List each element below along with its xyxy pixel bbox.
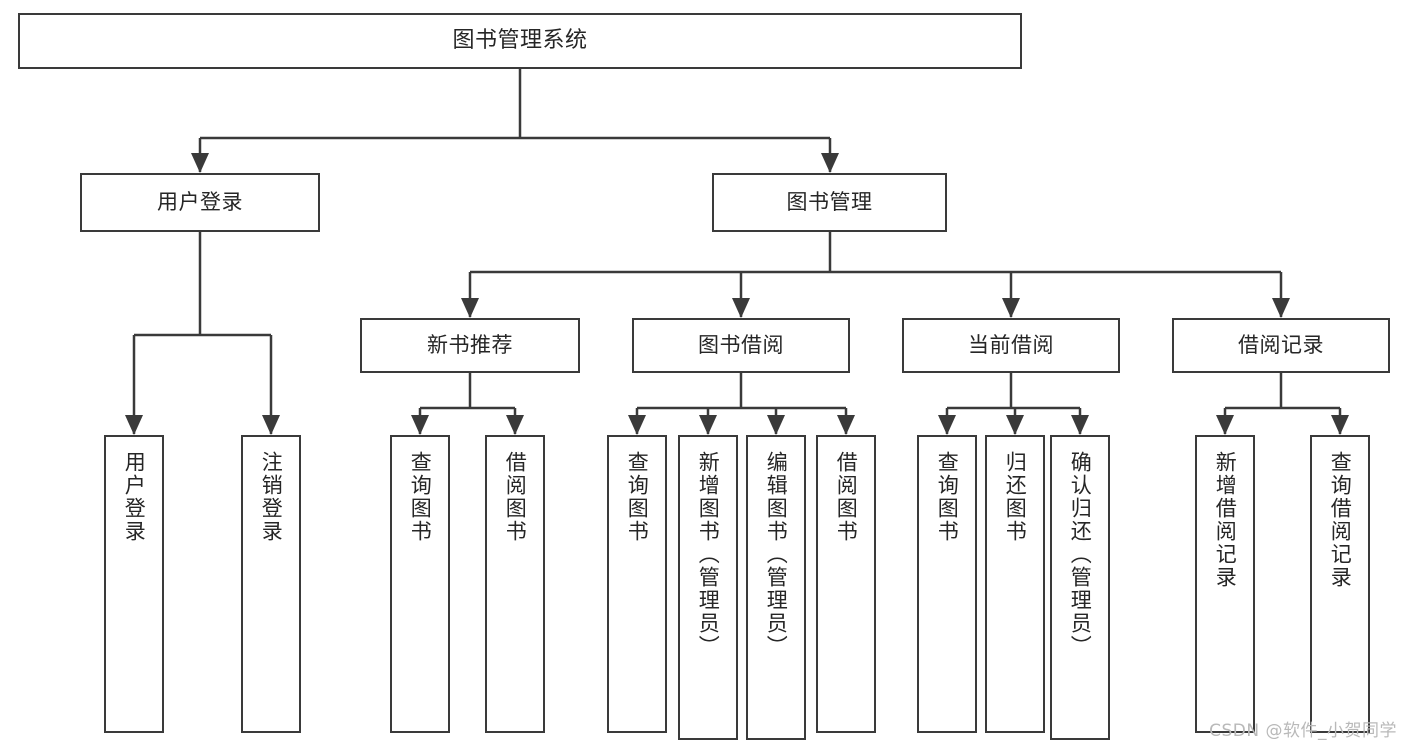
- node-label: 借阅记录: [1238, 332, 1324, 357]
- node-leaf-5[interactable]: 查询图书: [607, 435, 667, 733]
- arrowhead-user-login: [191, 153, 209, 173]
- node-leaf-9[interactable]: 查询图书: [917, 435, 977, 733]
- node-label: 借阅图书: [503, 451, 528, 543]
- node-label: 借阅图书: [834, 451, 859, 543]
- node-leaf-13[interactable]: 查询借阅记录: [1310, 435, 1370, 733]
- arrowhead-leaf-2: [262, 415, 280, 435]
- node-label: 图书管理: [786, 189, 873, 214]
- node-leaf-7[interactable]: 编辑图书（管理员）: [746, 435, 806, 740]
- node-leaf-8[interactable]: 借阅图书: [816, 435, 876, 733]
- node-root[interactable]: 图书管理系统: [18, 13, 1022, 69]
- node-leaf-11[interactable]: 确认归还（管理员）: [1050, 435, 1110, 740]
- arrowhead-leaf-11: [1071, 415, 1089, 435]
- node-user-login[interactable]: 用户登录: [80, 173, 320, 232]
- node-leaf-2[interactable]: 注销登录: [241, 435, 301, 733]
- node-label: 查询借阅记录: [1328, 451, 1353, 589]
- node-borrow-log[interactable]: 借阅记录: [1172, 318, 1390, 373]
- node-label: 用户登录: [157, 189, 243, 214]
- arrowhead-new-book-rec: [461, 298, 479, 318]
- arrowhead-borrow-log: [1272, 298, 1290, 318]
- node-label: 新增借阅记录: [1213, 451, 1238, 589]
- arrowhead-book-manage: [821, 153, 839, 173]
- node-label: 归还图书: [1003, 451, 1028, 543]
- arrowhead-leaf-9: [938, 415, 956, 435]
- node-label: 图书借阅: [698, 332, 784, 357]
- arrowhead-leaf-10: [1006, 415, 1024, 435]
- arrowhead-book-borrow: [732, 298, 750, 318]
- node-label: 查询图书: [408, 451, 433, 543]
- node-label: 编辑图书（管理员）: [764, 451, 789, 658]
- node-leaf-4[interactable]: 借阅图书: [485, 435, 545, 733]
- arrowhead-cur-borrow: [1002, 298, 1020, 318]
- node-leaf-1[interactable]: 用户登录: [104, 435, 164, 733]
- arrowhead-leaf-13: [1331, 415, 1349, 435]
- arrowhead-leaf-4: [506, 415, 524, 435]
- node-label: 当前借阅: [968, 332, 1054, 357]
- node-label: 确认归还（管理员）: [1068, 451, 1093, 658]
- arrowhead-leaf-7: [767, 415, 785, 435]
- node-cur-borrow[interactable]: 当前借阅: [902, 318, 1120, 373]
- arrowhead-leaf-8: [837, 415, 855, 435]
- node-label: 注销登录: [259, 451, 284, 543]
- node-leaf-3[interactable]: 查询图书: [390, 435, 450, 733]
- arrowhead-leaf-5: [628, 415, 646, 435]
- arrowhead-leaf-12: [1216, 415, 1234, 435]
- node-label: 查询图书: [935, 451, 960, 543]
- node-leaf-6[interactable]: 新增图书（管理员）: [678, 435, 738, 740]
- node-book-borrow[interactable]: 图书借阅: [632, 318, 850, 373]
- arrowhead-leaf-1: [125, 415, 143, 435]
- node-new-book-rec[interactable]: 新书推荐: [360, 318, 580, 373]
- watermark-text: CSDN @软件_小贺同学: [1209, 721, 1397, 741]
- node-book-manage[interactable]: 图书管理: [712, 173, 947, 232]
- node-leaf-10[interactable]: 归还图书: [985, 435, 1045, 733]
- arrowhead-leaf-6: [699, 415, 717, 435]
- arrowhead-leaf-3: [411, 415, 429, 435]
- node-label: 新书推荐: [427, 332, 513, 357]
- node-leaf-12[interactable]: 新增借阅记录: [1195, 435, 1255, 733]
- node-label: 图书管理系统: [452, 27, 588, 53]
- node-label: 查询图书: [625, 451, 650, 543]
- node-label: 新增图书（管理员）: [696, 451, 721, 658]
- node-label: 用户登录: [122, 451, 147, 543]
